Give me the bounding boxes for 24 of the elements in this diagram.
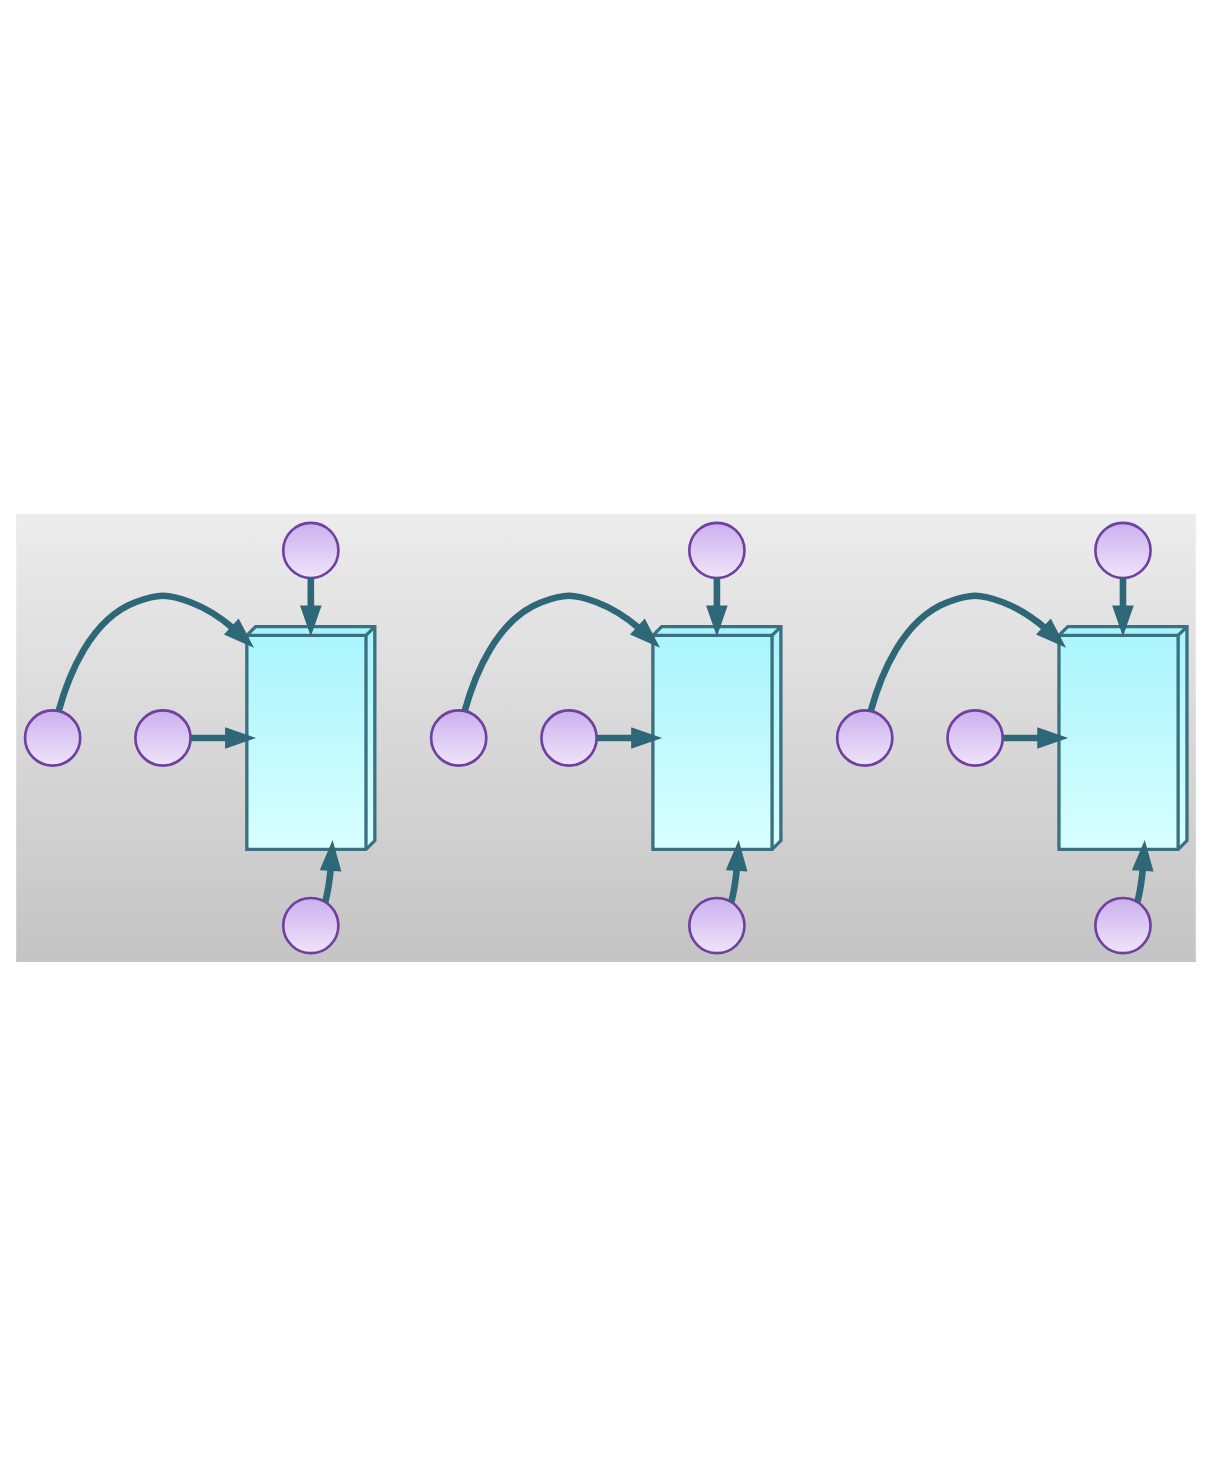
arrow [867,592,1067,712]
arrow [1131,839,1154,903]
node-circle [835,709,894,767]
node-circle [946,709,1004,767]
arrow [55,592,254,712]
node-circle [540,709,598,767]
node-circle [688,521,746,580]
arrow [1002,727,1069,749]
arrow [190,727,257,749]
arrow [725,839,748,903]
arrow [706,578,728,637]
node-circle [429,709,488,767]
node-circle [281,896,340,955]
arrow [596,727,663,749]
node-circle [281,521,340,580]
node-circle [688,896,746,955]
node-circle [1094,896,1152,955]
node-circle [1094,521,1152,580]
arrow [1112,578,1134,637]
arrow [319,839,342,903]
node-circle [134,709,192,767]
node-circle [23,709,82,767]
arrow [300,578,322,637]
arrow [461,592,660,712]
